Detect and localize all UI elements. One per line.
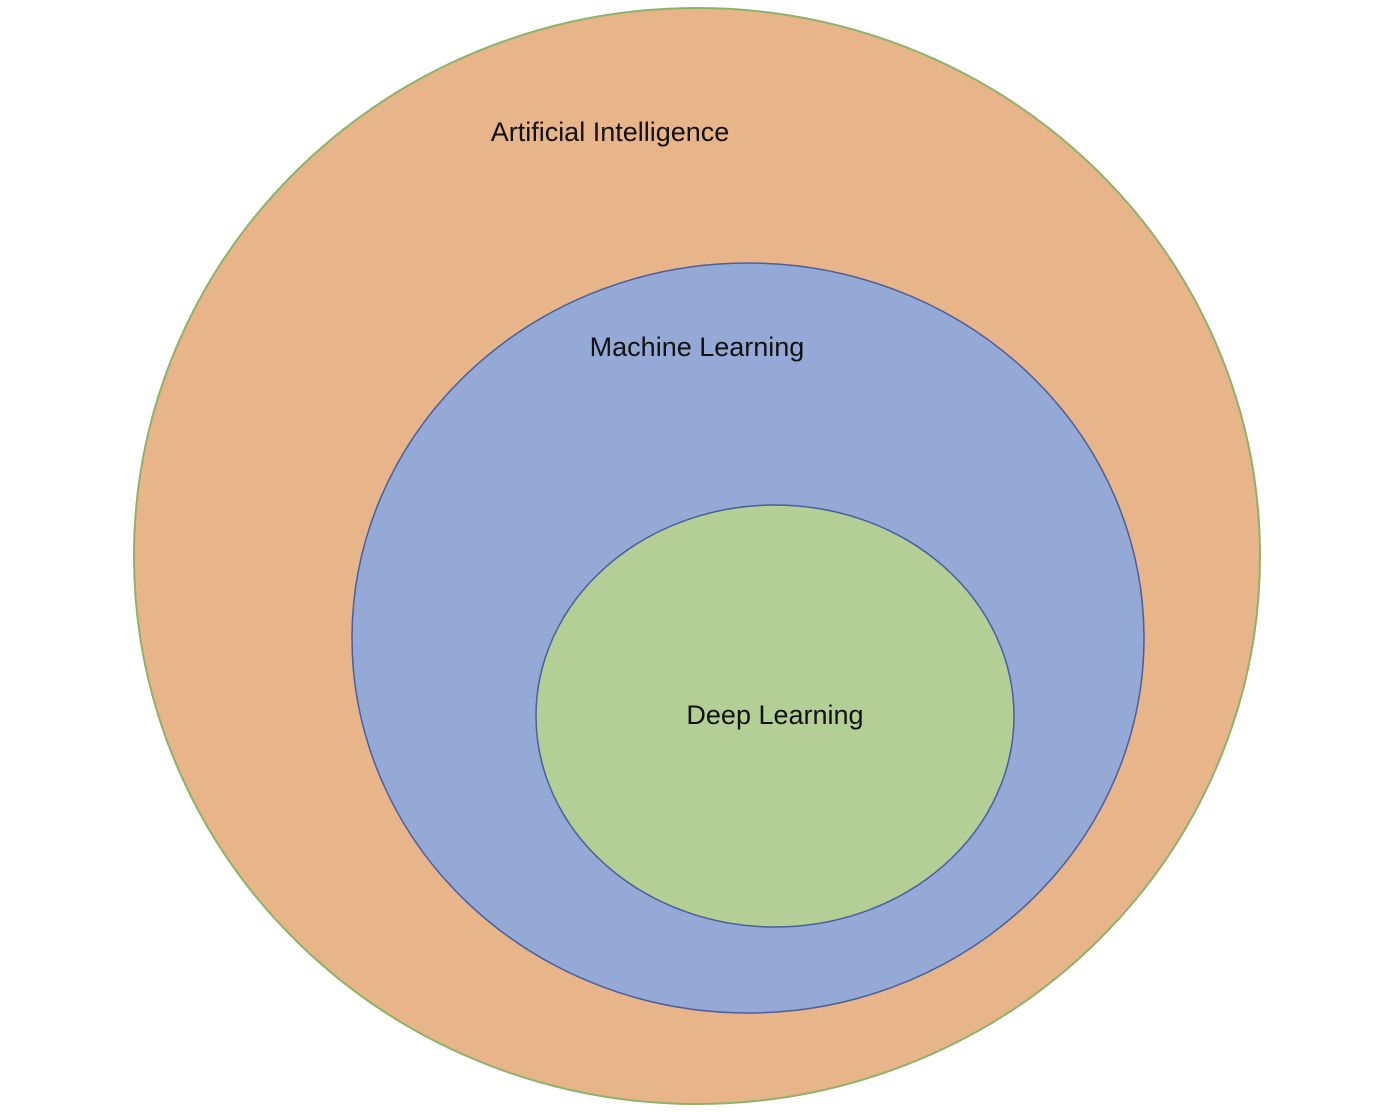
set-label-artificial-intelligence: Artificial Intelligence — [491, 117, 730, 147]
set-label-machine-learning: Machine Learning — [590, 332, 805, 362]
set-label-deep-learning: Deep Learning — [686, 700, 863, 730]
set-deep-learning: Deep Learning — [535, 504, 1015, 928]
set-ellipse-deep-learning — [535, 504, 1015, 928]
